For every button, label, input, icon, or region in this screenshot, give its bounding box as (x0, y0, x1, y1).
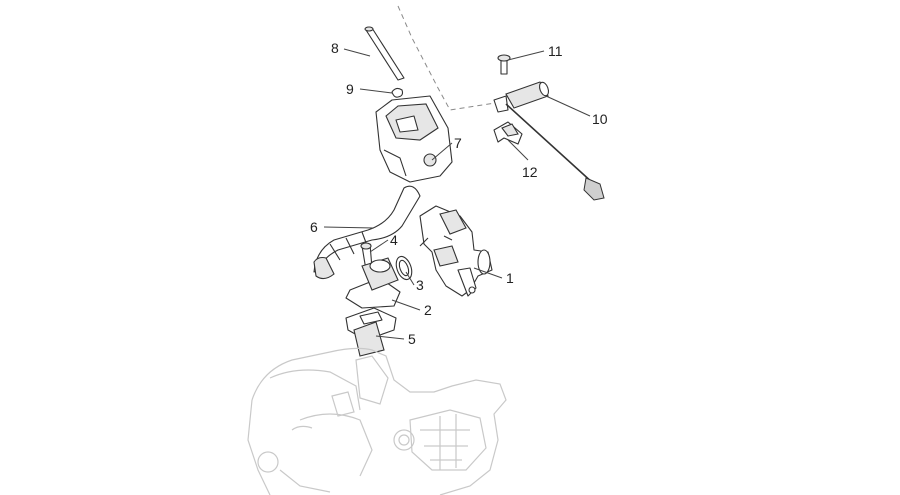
part-6-intake-hose (313, 185, 421, 280)
part-3-clamp (395, 255, 413, 281)
callout-5: 5 (375, 331, 416, 347)
callout-number-9: 9 (346, 81, 354, 97)
part-12-clip (493, 121, 523, 145)
assembly-dashed-line (397, 5, 496, 111)
callout-4: 4 (369, 232, 398, 253)
callout-7: 7 (431, 135, 462, 161)
callout-11: 11 (507, 43, 563, 61)
part-8-rod (364, 26, 405, 81)
callout-10: 10 (545, 95, 608, 127)
part-1-carburettor (419, 205, 493, 297)
part-2-manifold (345, 257, 401, 309)
callout-1: 1 (473, 267, 514, 286)
callout-number-8: 8 (331, 40, 339, 56)
callout-number-12: 12 (522, 164, 538, 180)
part-11-screw (497, 54, 511, 75)
callout-9: 9 (346, 81, 393, 97)
callout-number-6: 6 (310, 219, 318, 235)
part-7-filter-housing (375, 95, 453, 183)
engine-block-outline (247, 347, 507, 495)
callout-8: 8 (331, 40, 371, 57)
callout-number-3: 3 (416, 277, 424, 293)
part-10-choke-cable (493, 81, 605, 201)
callout-number-5: 5 (408, 331, 416, 347)
callout-number-4: 4 (390, 232, 398, 248)
part-9-clip (391, 87, 404, 98)
callout-2: 2 (391, 299, 432, 318)
callout-number-2: 2 (424, 302, 432, 318)
callout-6: 6 (310, 219, 375, 235)
callout-12: 12 (507, 139, 538, 180)
part-5-reed-valve (345, 307, 397, 357)
callout-number-1: 1 (506, 270, 514, 286)
callout-number-10: 10 (592, 111, 608, 127)
callout-3: 3 (405, 271, 424, 293)
callout-number-11: 11 (548, 43, 563, 59)
callout-number-7: 7 (454, 135, 462, 151)
